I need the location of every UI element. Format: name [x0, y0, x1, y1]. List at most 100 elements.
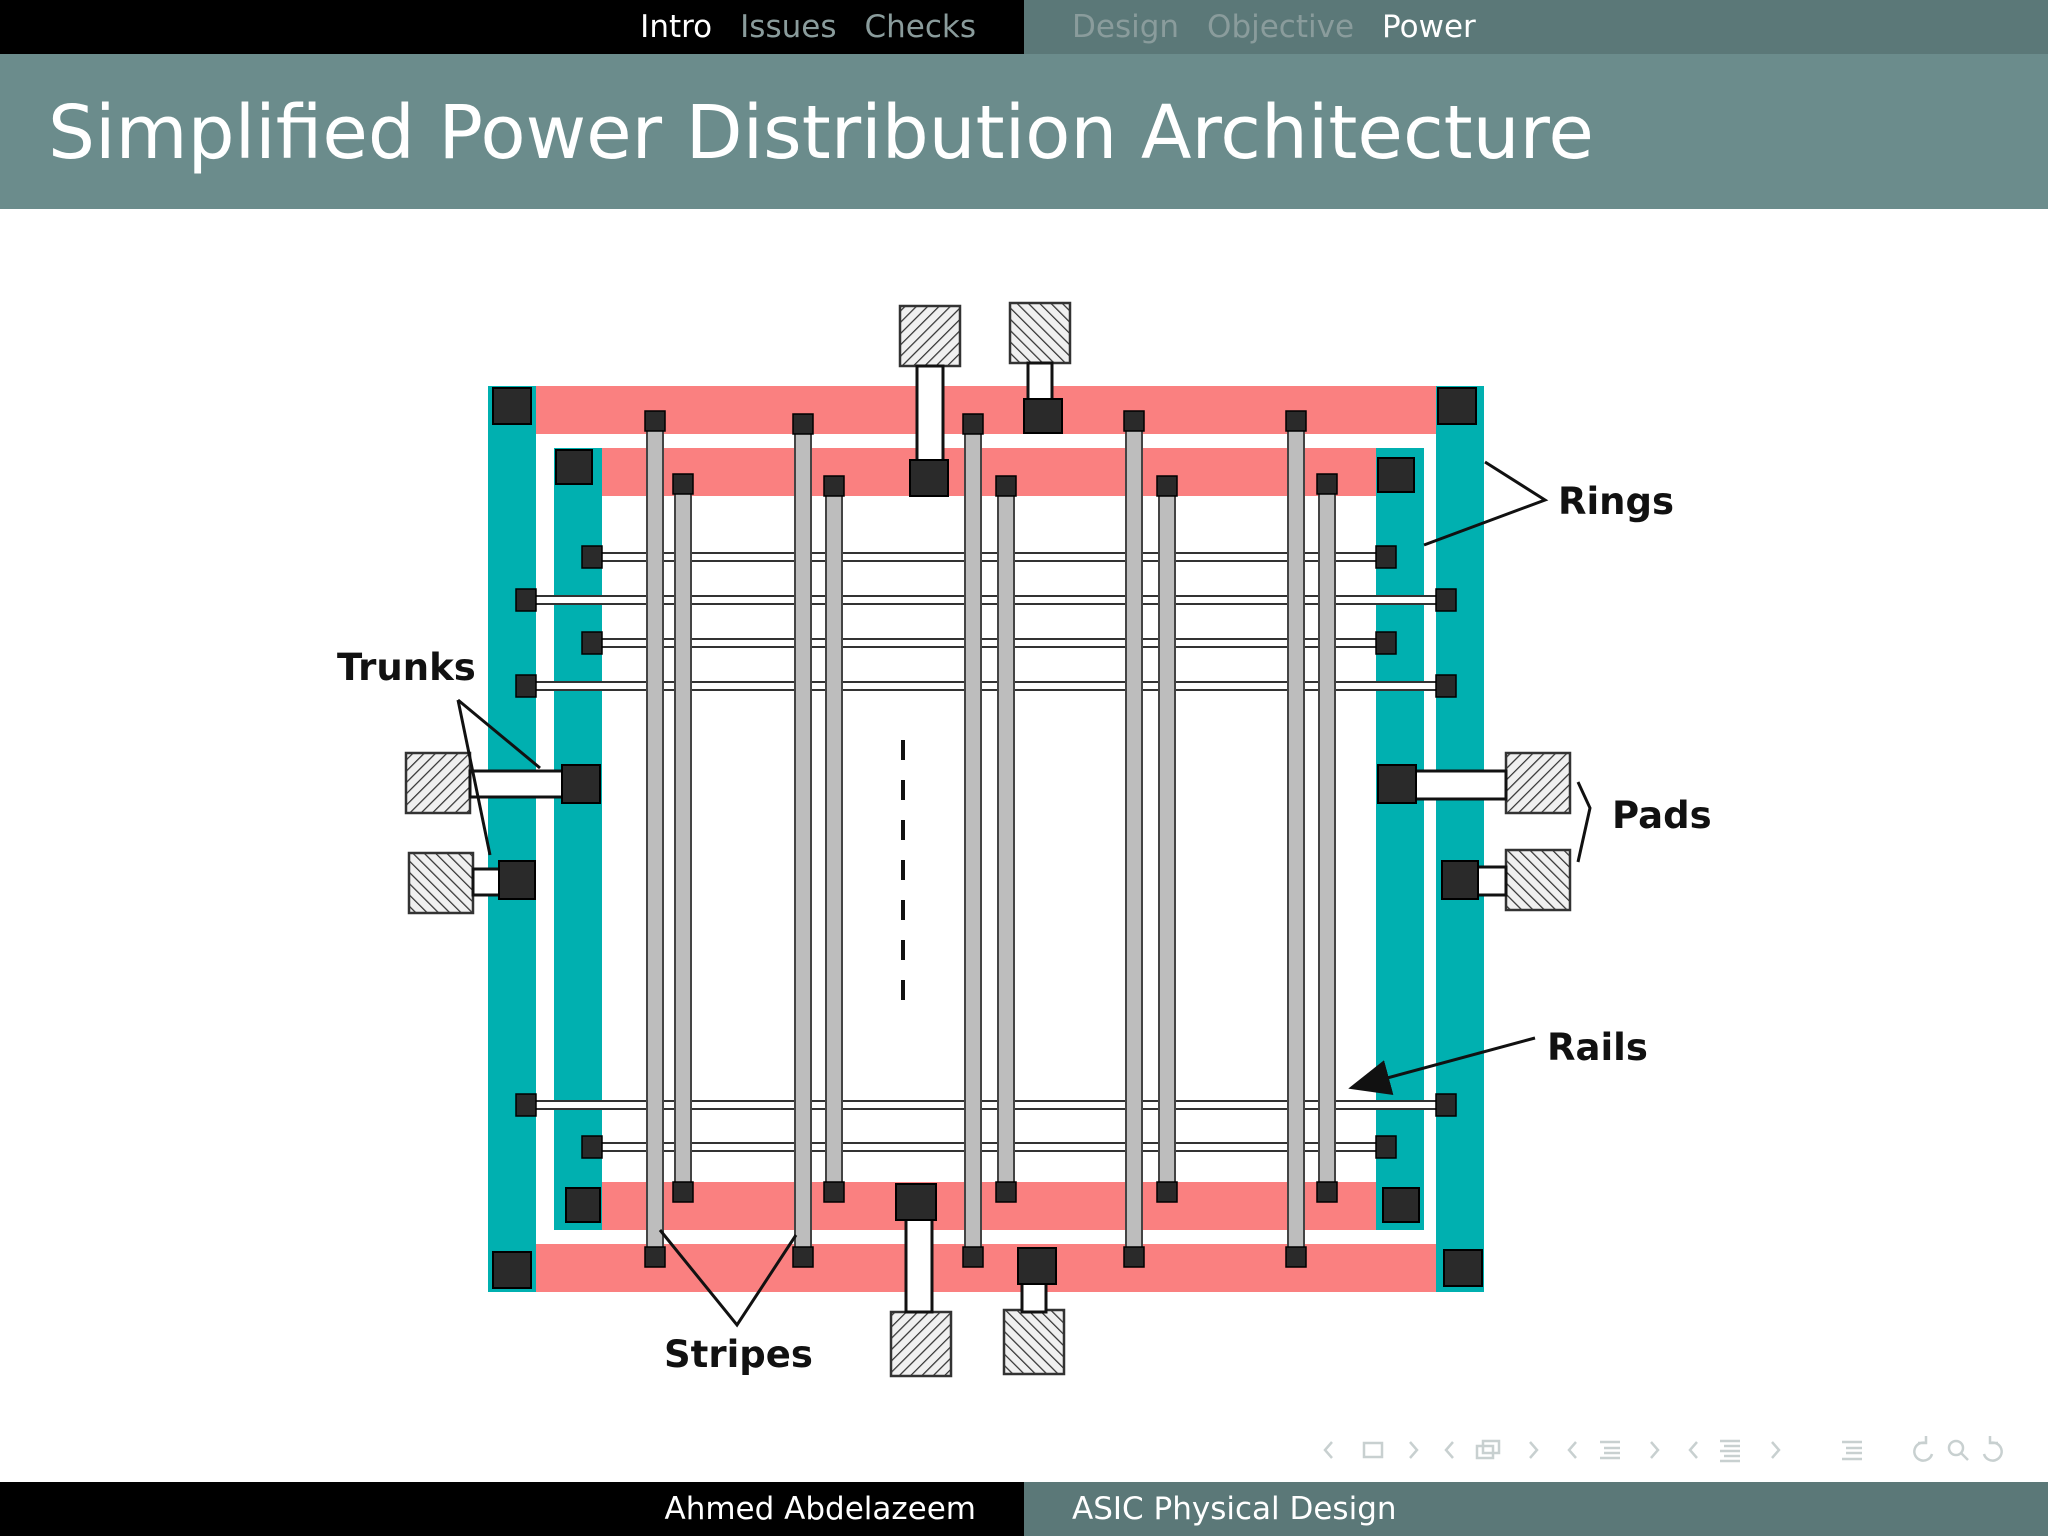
corner-block — [1377, 457, 1415, 493]
inner-ring — [554, 448, 1424, 1230]
rail-connector — [581, 1135, 603, 1159]
nav-item-issues[interactable]: Issues — [740, 9, 837, 45]
nav-sections-left: Intro Issues Checks — [0, 0, 1024, 54]
section-prev-icon[interactable] — [1567, 1441, 1577, 1459]
rails-arrow — [1348, 1036, 1536, 1095]
presentation-prev-icon[interactable] — [1688, 1441, 1698, 1459]
pad — [898, 304, 962, 368]
slide-title-bar: Simplified Power Distribution Architectu… — [0, 54, 2048, 209]
rail-connector — [1435, 674, 1457, 698]
frame-icon[interactable] — [1362, 1441, 1384, 1459]
stripe — [964, 419, 982, 1267]
nav-item-objective[interactable]: Objective — [1207, 9, 1355, 45]
stripe — [646, 419, 664, 1267]
subsection-nav — [1444, 1439, 1539, 1460]
stripe-connector — [1316, 1181, 1338, 1203]
trunk — [471, 867, 503, 897]
stripe-connector — [962, 413, 984, 435]
forward-icon[interactable] — [1982, 1436, 2003, 1462]
stripe-connector — [792, 413, 814, 435]
top-pads — [898, 301, 1072, 497]
rails-label: Rails — [1547, 1026, 1648, 1069]
stripe-connector — [1156, 475, 1178, 497]
outer-ring-right — [1436, 386, 1484, 1292]
toc-icon[interactable] — [1842, 1440, 1862, 1461]
trunk-connector — [1441, 860, 1479, 900]
footer-bar: Ahmed Abdelazeem ASIC Physical Design — [0, 1482, 2048, 1536]
trunks-leader-1 — [457, 698, 541, 770]
trunk-connector — [1017, 1247, 1057, 1285]
presentation-icon[interactable] — [1720, 1439, 1740, 1463]
trunk — [1410, 769, 1508, 801]
stripe-connector — [1316, 473, 1338, 495]
stripe-connector — [1123, 1246, 1145, 1268]
section-icon[interactable] — [1600, 1440, 1620, 1460]
presentation-next-icon[interactable] — [1771, 1441, 1781, 1459]
nav-item-power[interactable]: Power — [1382, 9, 1476, 45]
pads-label: Pads — [1612, 794, 1712, 837]
navigation-symbols — [1323, 1436, 2003, 1463]
stripe — [1158, 479, 1176, 1191]
outer-ring-left — [488, 386, 536, 1292]
trunk-connector — [909, 459, 949, 497]
trunk-connector — [895, 1183, 937, 1221]
stripe — [1125, 419, 1143, 1267]
corner-block — [1443, 1249, 1483, 1287]
frame-nav — [1323, 1441, 1419, 1459]
subsection-next-icon[interactable] — [1529, 1441, 1539, 1459]
stripe-connector — [962, 1246, 984, 1268]
frame-prev-icon[interactable] — [1323, 1441, 1333, 1459]
stripe — [1287, 419, 1305, 1267]
frame-next-icon[interactable] — [1409, 1441, 1419, 1459]
inner-ring-right — [1376, 448, 1424, 1230]
rail — [589, 552, 1383, 562]
trunk-connector — [498, 860, 536, 900]
stripe-connector — [1285, 1246, 1307, 1268]
bottom-pads — [889, 1183, 1066, 1378]
rings-label: Rings — [1558, 480, 1674, 523]
rail-connector — [581, 631, 603, 655]
back-icon[interactable] — [1913, 1436, 1934, 1462]
footer-left: Ahmed Abdelazeem — [0, 1482, 1024, 1536]
footer-author: Ahmed Abdelazeem — [664, 1491, 976, 1527]
top-navigation-bar: Intro Issues Checks Design Objective Pow… — [0, 0, 2048, 54]
rail-connector — [1435, 1093, 1457, 1117]
rail-connectors — [515, 545, 1457, 1159]
stripe-connector — [823, 1181, 845, 1203]
rail-connector — [515, 588, 537, 612]
nav-item-checks[interactable]: Checks — [864, 9, 976, 45]
pad — [1504, 751, 1572, 815]
stripe — [1318, 479, 1336, 1191]
rail — [589, 1142, 1383, 1152]
footer-right: ASIC Physical Design — [1024, 1482, 2048, 1536]
corner-block — [565, 1187, 601, 1223]
footer-course: ASIC Physical Design — [1072, 1491, 1397, 1527]
stripe-connectors — [644, 410, 1338, 1268]
trunk-connector — [1023, 398, 1063, 434]
nav-item-design[interactable]: Design — [1072, 9, 1180, 45]
rail-connector — [1375, 631, 1397, 655]
section-nav — [1567, 1440, 1660, 1460]
trunk-connector — [1377, 764, 1417, 804]
subsection-icon[interactable] — [1475, 1439, 1501, 1460]
outer-ring-bottom — [488, 1244, 1484, 1292]
ring-corners — [492, 387, 1483, 1289]
nav-item-intro[interactable]: Intro — [640, 9, 713, 45]
stripe — [794, 419, 812, 1267]
annotation-leaders — [456, 460, 1592, 1328]
corner-block — [492, 387, 532, 425]
presentation-nav — [1688, 1439, 1781, 1463]
pad — [1002, 1308, 1066, 1376]
rail-connector — [1375, 545, 1397, 569]
pad — [404, 751, 472, 815]
section-next-icon[interactable] — [1650, 1441, 1660, 1459]
stripe-connector — [1285, 410, 1307, 432]
pad — [1008, 301, 1072, 365]
trunk — [915, 364, 945, 464]
trunks-leader-2 — [456, 699, 492, 856]
rail-connector — [1375, 1135, 1397, 1159]
search-icon[interactable] — [1947, 1439, 1969, 1461]
subsection-prev-icon[interactable] — [1444, 1441, 1454, 1459]
trunk — [1026, 361, 1054, 405]
